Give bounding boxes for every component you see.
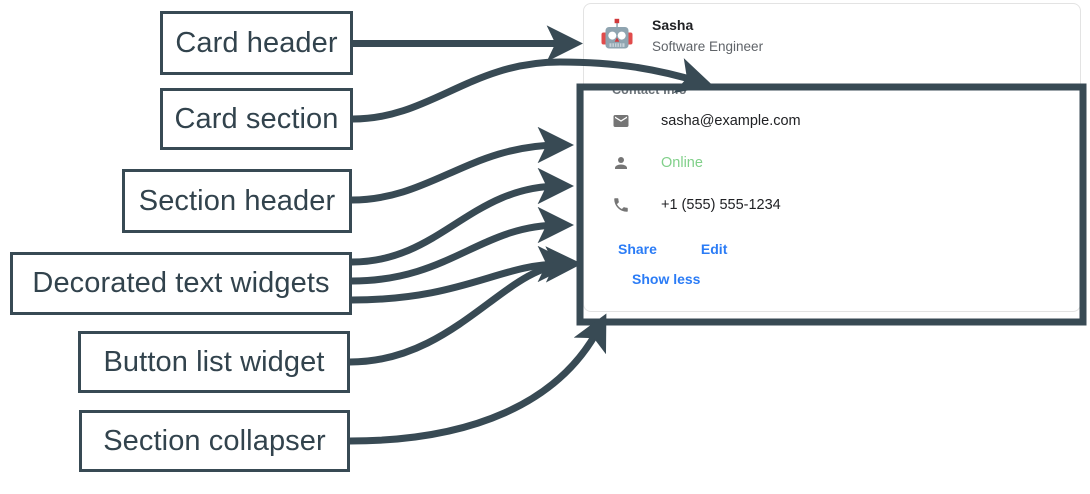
- email-icon: [612, 112, 630, 130]
- section-collapser: Show less: [624, 267, 1066, 291]
- show-less-button[interactable]: Show less: [624, 267, 708, 291]
- info-row-status: Online: [612, 153, 1066, 173]
- robot-avatar-svg: [601, 18, 633, 49]
- arrow-section-header: [351, 126, 574, 204]
- card-section: Contact Info sasha@example.com Online: [584, 67, 1080, 311]
- annotation-decorated-text-widgets: Decorated text widgets: [10, 252, 352, 315]
- card-header: Sasha Software Engineer: [584, 4, 1080, 67]
- arrow-button-list: [349, 246, 582, 366]
- arrow-decorated-text-3: [351, 245, 574, 304]
- card-header-subtitle: Software Engineer: [652, 39, 764, 54]
- phone-icon: [612, 196, 630, 214]
- arrow-decorated-text-1: [351, 167, 574, 266]
- card-header-text: Sasha Software Engineer: [652, 17, 763, 55]
- annotation-section-collapser: Section collapser: [79, 410, 350, 472]
- card-header-title: Sasha: [652, 17, 694, 33]
- annotation-label: Section collapser: [103, 424, 326, 457]
- section-header: Contact Info: [612, 83, 687, 97]
- annotation-section-header: Section header: [122, 169, 352, 233]
- arrow-section-collapser: [349, 313, 607, 445]
- info-text-status: Online: [661, 155, 703, 171]
- annotation-label: Button list widget: [103, 345, 325, 378]
- robot-avatar-icon: [598, 17, 636, 55]
- info-row-email: sasha@example.com: [612, 111, 1066, 131]
- arrow-decorated-text-2: [351, 206, 574, 285]
- annotation-card-section: Card section: [160, 88, 353, 150]
- annotation-label: Decorated text widgets: [32, 267, 330, 299]
- edit-button[interactable]: Edit: [693, 237, 735, 261]
- annotation-button-list-widget: Button list widget: [78, 331, 350, 393]
- share-button[interactable]: Share: [610, 237, 665, 261]
- annotation-card-header: Card header: [160, 11, 353, 75]
- button-list-widget: Share Edit: [610, 237, 1066, 261]
- info-text-phone: +1 (555) 555-1234: [661, 197, 781, 213]
- annotation-label: Card header: [175, 26, 338, 59]
- annotation-label: Card section: [174, 102, 339, 135]
- info-text-email: sasha@example.com: [661, 113, 801, 129]
- person-icon: [612, 154, 630, 172]
- contact-card: Sasha Software Engineer Contact Info sas…: [583, 3, 1081, 312]
- annotation-label: Section header: [138, 184, 336, 217]
- info-row-phone: +1 (555) 555-1234: [612, 195, 1066, 215]
